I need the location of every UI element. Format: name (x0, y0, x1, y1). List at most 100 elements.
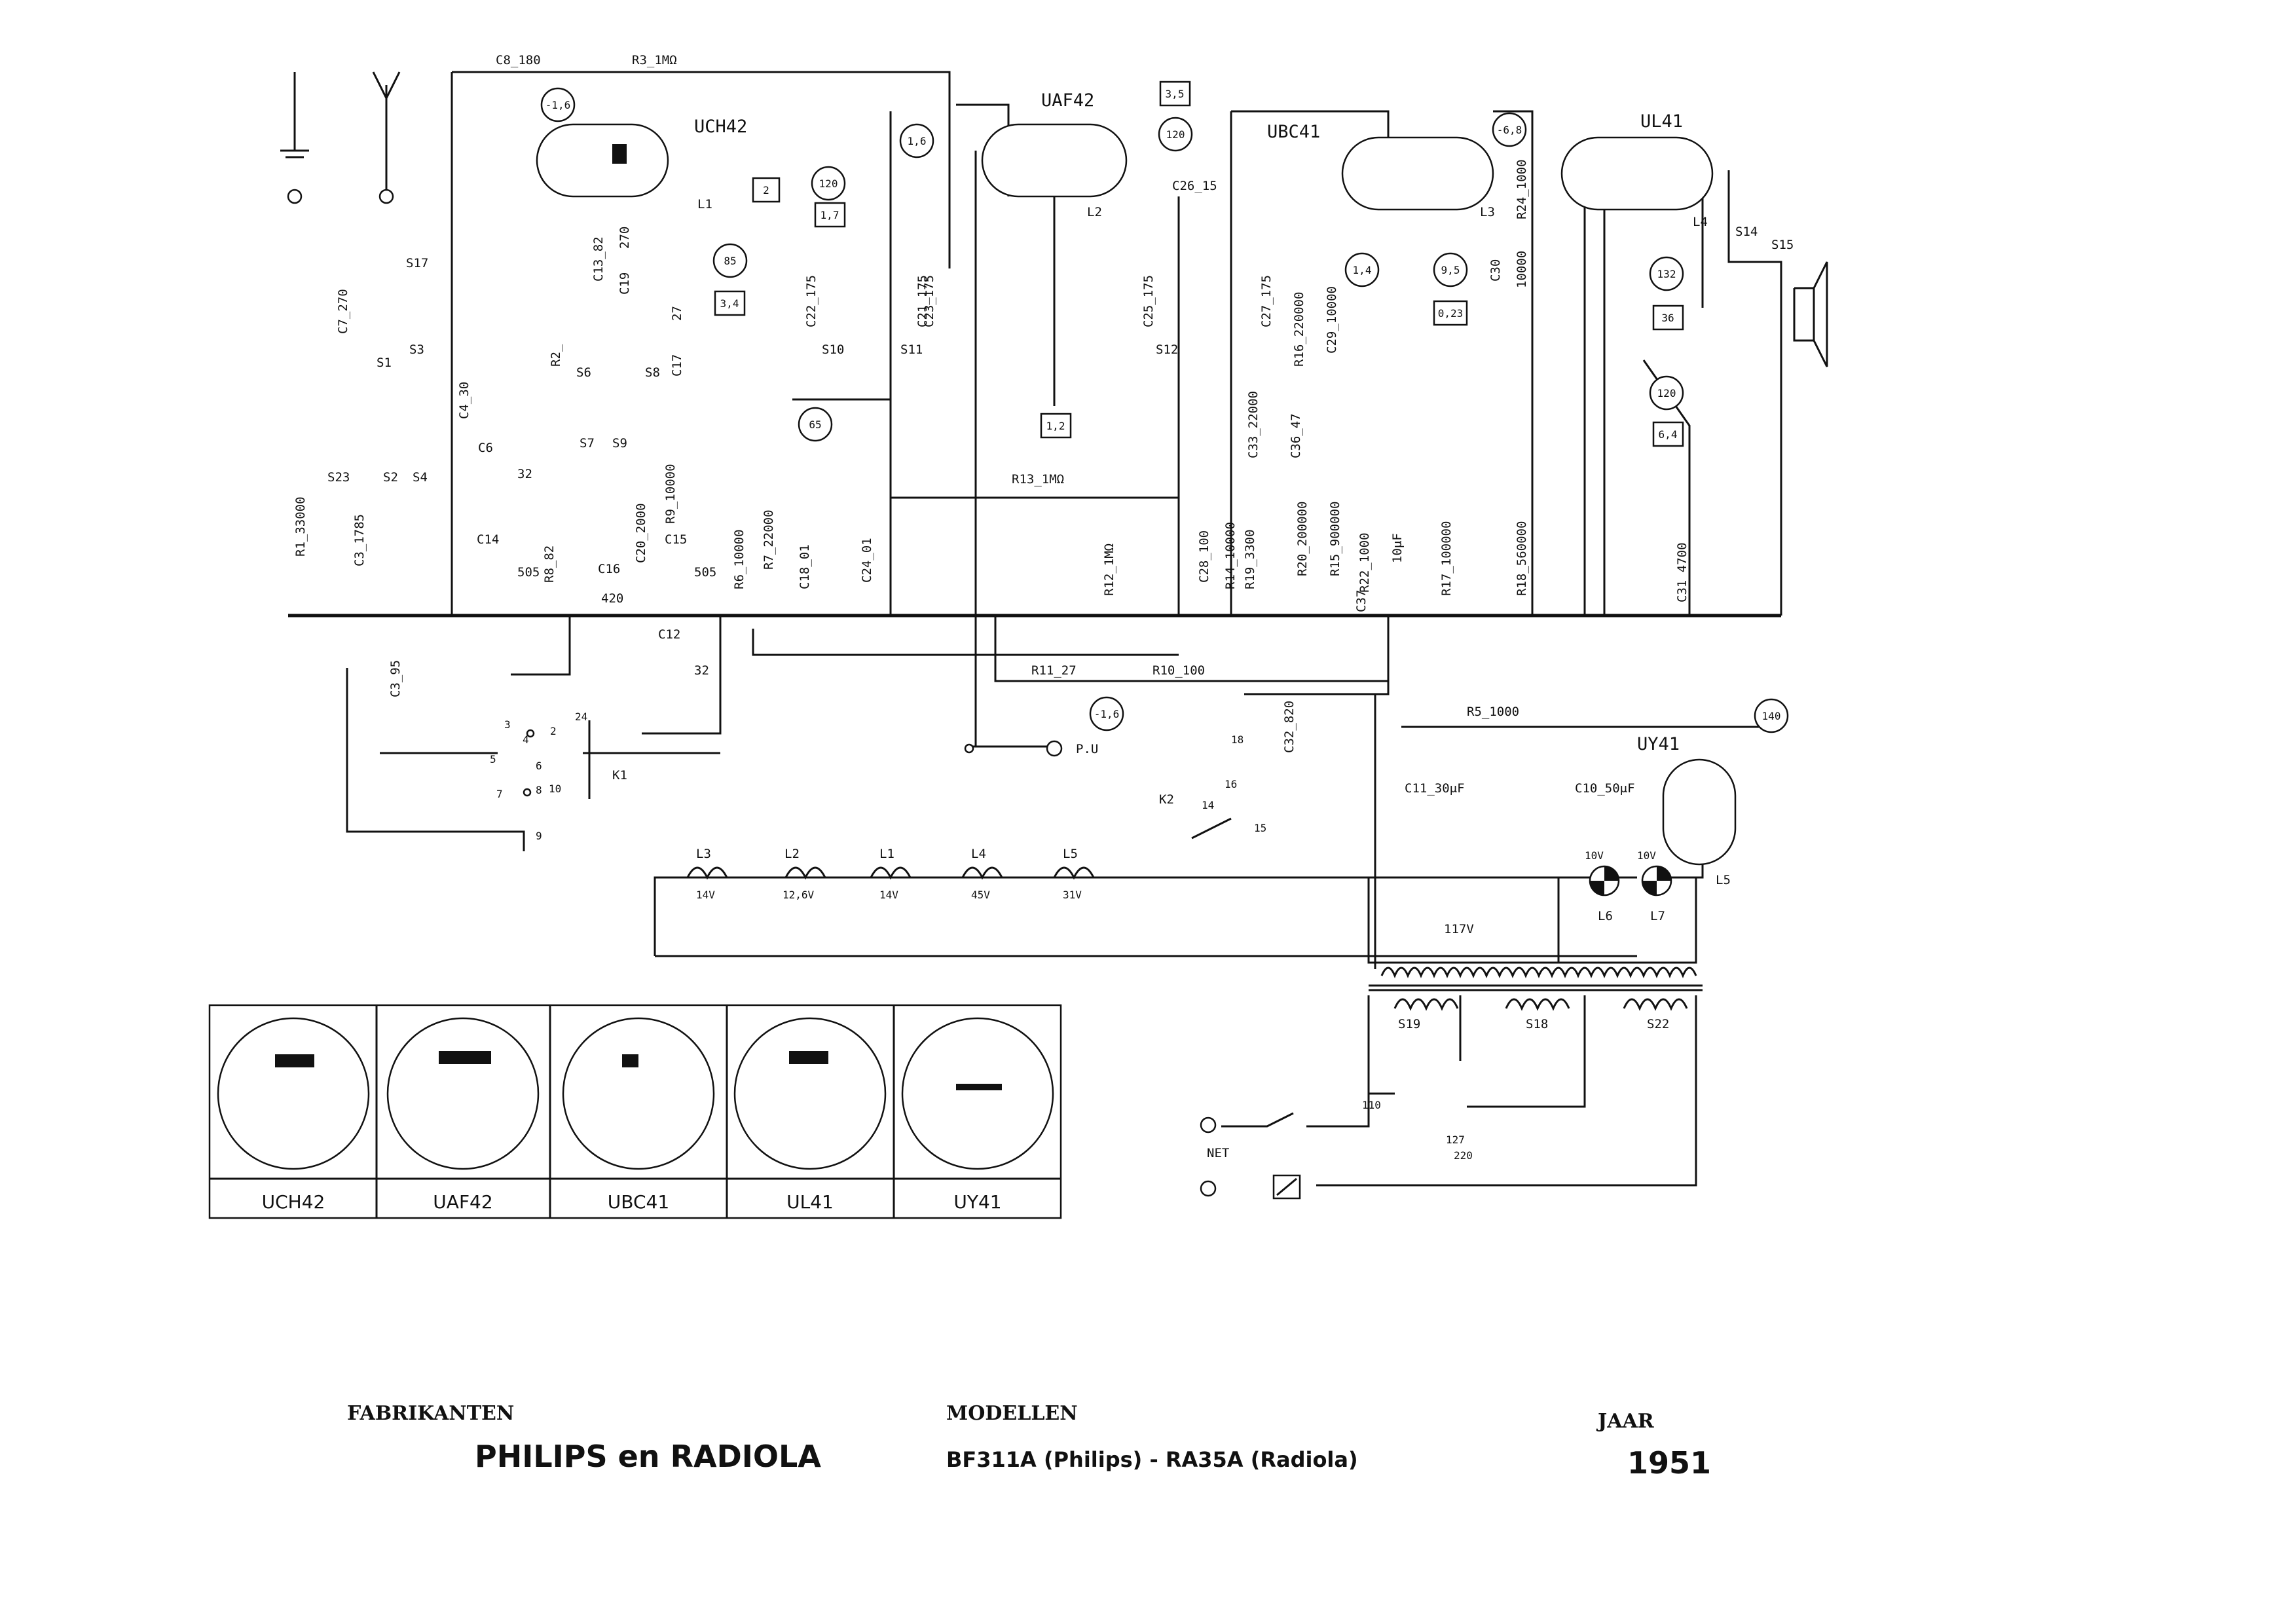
coil-s10: S10 (822, 342, 844, 357)
label-l7: L7 (1650, 909, 1665, 923)
resistor-labels: R1_33000 R2_ R3_1MΩ R5_1000 R6_10000 R7_… (293, 53, 1529, 719)
resistor-r13: R13_1MΩ (1012, 472, 1064, 487)
k1-pin: 5 (490, 753, 496, 766)
svg-text:UAF42: UAF42 (1041, 90, 1094, 111)
svg-text:65: 65 (809, 418, 821, 431)
k1-pin: 4 (523, 733, 529, 746)
tube-ul41: UL41 (1560, 111, 1714, 211)
svg-text:-1,6: -1,6 (1094, 708, 1120, 720)
voltage-marker: -1,6 (1089, 696, 1124, 731)
k2-pin: 16 (1225, 778, 1237, 790)
resistor-r1: R1_33000 (293, 496, 308, 557)
svg-text:140: 140 (1762, 710, 1781, 722)
svg-text:12,6V: 12,6V (783, 889, 815, 901)
svg-text:3,4: 3,4 (720, 297, 739, 310)
capacitor-c3a: C3_1785 (352, 514, 367, 566)
label-10v-b: 10V (1637, 849, 1656, 862)
coil-s1: S1 (377, 356, 392, 370)
coil-s7: S7 (580, 436, 595, 451)
mid-wire-c (752, 629, 1179, 656)
mains-terminal-bottom (1200, 1180, 1217, 1197)
capacitor-c27: C27_175 (1259, 275, 1274, 327)
capacitor-c14: C14 (477, 532, 499, 547)
current-box: 6,4 (1652, 421, 1684, 447)
capacitor-c16-value: 420 (601, 591, 623, 606)
resistor-r22: R22_1000 (1357, 532, 1372, 593)
svg-text:9,5: 9,5 (1441, 264, 1460, 276)
svg-text:UAF42: UAF42 (433, 1191, 492, 1213)
svg-text:3,5: 3,5 (1166, 88, 1185, 100)
voltage-marker: 120 (811, 166, 846, 201)
svg-text:UL41: UL41 (1640, 111, 1683, 132)
heater-chain: L3 14V L2 12,6V L1 14V L4 45V L5 31V (686, 847, 1095, 901)
transformer-s22 (1623, 998, 1688, 1011)
k1-pin: 6 (536, 760, 542, 772)
label-l3: L3 (1480, 205, 1495, 219)
voltage-marker: 65 (798, 407, 833, 442)
svg-text:36: 36 (1661, 312, 1674, 324)
label-l6: L6 (1598, 909, 1613, 923)
svg-text:-6,8: -6,8 (1497, 124, 1522, 136)
capacitor-c6-value: 32 (517, 467, 532, 481)
resistor-r8: R8_82 (542, 545, 557, 583)
current-box: 3,5 (1159, 81, 1191, 107)
svg-text:120: 120 (819, 177, 838, 190)
capacitor-c25: C25_175 (1141, 275, 1156, 327)
svg-text:UBC41: UBC41 (1267, 122, 1320, 142)
capacitor-c30: C30 (1488, 259, 1503, 282)
current-boxes: 2 1,7 3,4 3,5 1,2 0,23 36 6,4 (714, 81, 1684, 447)
current-box: 2 (752, 177, 781, 203)
transformer-primary (1380, 967, 1697, 978)
capacitor-c18: C18_01 (798, 544, 812, 589)
current-box: 3,4 (714, 290, 746, 316)
capacitor-c37-value: 10μF (1390, 533, 1405, 563)
fabrikanten-label: FABRIKANTEN (347, 1402, 514, 1425)
capacitor-c19-value: 270 (618, 227, 632, 249)
jaar-label: JAAR (1596, 1410, 1655, 1433)
k1-pin: 3 (504, 718, 511, 731)
coil-s22: S22 (1647, 1017, 1669, 1031)
coil-s2: S2 (383, 470, 398, 485)
capacitor-c12: C12 (658, 627, 680, 642)
tube-uaf42: UAF42 (981, 90, 1128, 198)
base-diagram-uaf42: UAF42 (386, 1017, 540, 1213)
k1-pin: 8 (536, 784, 542, 796)
coil-s11: S11 (900, 342, 923, 357)
capacitor-c12-value: 32 (694, 663, 709, 678)
heater-filament-l1: L1 14V (870, 847, 912, 901)
svg-text:1,4: 1,4 (1353, 264, 1372, 276)
svg-text:14V: 14V (879, 889, 898, 901)
label-l5: L5 (1716, 873, 1731, 887)
svg-text:132: 132 (1657, 268, 1676, 280)
capacitor-c29: C29_10000 (1325, 286, 1339, 354)
tube-ubc41: UBC41 (1267, 122, 1494, 211)
resistor-r14: R14_10000 (1223, 522, 1238, 589)
capacitor-c15: C15 (665, 532, 687, 547)
resistor-r24: R24_1000 (1515, 159, 1529, 219)
resistor-r17: R17_100000 (1439, 521, 1454, 596)
resistor-r15: R15_900000 (1328, 502, 1342, 576)
current-box: 0,23 (1433, 300, 1468, 326)
capacitor-c30-value: 10000 (1515, 251, 1529, 288)
heater-filament-l3: L3 14V (686, 847, 728, 901)
svg-text:1,7: 1,7 (820, 209, 839, 221)
svg-text:L4: L4 (971, 847, 986, 861)
pickup-terminal (1046, 740, 1063, 757)
voltage-marker: 1,6 (899, 123, 934, 158)
vert-line-h (1727, 170, 1782, 616)
resistor-r6: R6_10000 (732, 529, 747, 589)
resistor-r16: R16_220000 (1292, 292, 1306, 367)
earth-icon (280, 72, 309, 204)
resistor-r10: R10_100 (1152, 663, 1205, 678)
coil-s14: S14 (1735, 225, 1758, 239)
mains-fuse-icon (1272, 1174, 1301, 1200)
svg-text:L1: L1 (879, 847, 894, 861)
tube-uy41: UY41 (1637, 734, 1737, 866)
svg-text:UCH42: UCH42 (262, 1191, 325, 1213)
capacitor-c16: C16 (598, 562, 620, 576)
capacitor-c17-value: 27 (670, 306, 684, 321)
voltage-marker: 1,4 (1344, 252, 1380, 287)
modellen-label: MODELLEN (946, 1402, 1078, 1425)
capacitor-c26: C26_15 (1172, 179, 1217, 193)
base-diagram-uy41: UY41 (901, 1017, 1054, 1213)
